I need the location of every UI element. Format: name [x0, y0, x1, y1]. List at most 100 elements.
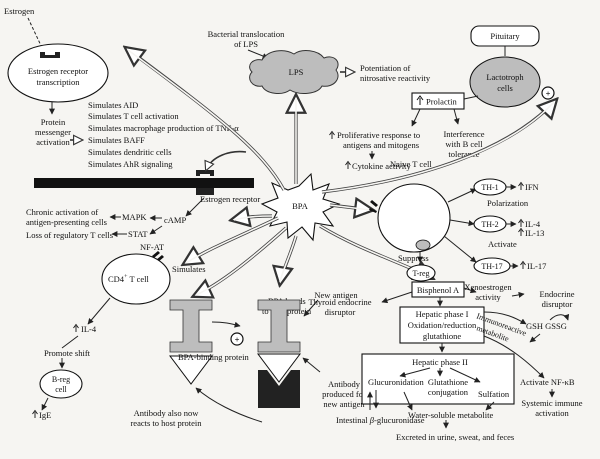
label-bpa: BPA [292, 201, 309, 211]
label-chronic-2: antigen-presenting cells [26, 217, 107, 227]
label-breg-1: B-reg [52, 375, 70, 384]
label-proliferative-1: Proliferative response to [337, 130, 420, 140]
up-arrow-icon [518, 218, 524, 227]
label-new-antigen: New antigen [314, 290, 358, 300]
label-il13: IL-13 [525, 228, 544, 238]
label-nfat: NF-AT [140, 242, 165, 252]
label-endocrine-1: Endocrine [540, 289, 575, 299]
label-plus-binding: + [235, 335, 240, 345]
label-antibody-prod-1: Antibody [328, 379, 361, 389]
label-pituitary: Pituitary [490, 31, 520, 41]
label-th17: TH-17 [481, 262, 502, 271]
label-intestinal: Intestinal β-glucuronidase [336, 415, 425, 425]
arrow-new-antigen [303, 299, 319, 317]
label-breg-2: cell [55, 385, 67, 394]
prolactin-box [411, 92, 465, 110]
arrow-breg-to-ige [41, 397, 49, 411]
label-bisphenol: Bisphenol A [417, 285, 460, 295]
arrow-to-glucuronidation [399, 367, 431, 378]
label-suppress: Suppress [398, 253, 429, 263]
label-il4: IL-4 [81, 324, 97, 334]
label-protein-messenger-1: Protein [41, 117, 66, 127]
label-sim-dendritic: Simulates dendritic cells [88, 147, 172, 157]
bpa-binding-protein-i-shape [169, 299, 213, 353]
up-arrow-icon [416, 95, 424, 105]
up-arrow-icon [345, 160, 351, 169]
b-reg-cell [39, 369, 83, 399]
label-lps: LPS [289, 67, 304, 77]
arrow-naive-to-th2 [449, 219, 475, 227]
label-interference-1: Interference [443, 129, 484, 139]
label-simulates: Simulates [172, 264, 206, 274]
label-antibody-also-1: Antibody also now [134, 408, 200, 418]
label-mapk: MAPK [122, 212, 147, 222]
label-excreted: Excreted in urine, sweat, and feces [396, 432, 514, 442]
label-thyroid-1: Thyroid endocrine [308, 297, 371, 307]
label-treg: T-reg [412, 269, 429, 278]
label-xeno-2: activity [475, 292, 501, 302]
label-th2: TH-2 [481, 220, 498, 229]
arrow-prolactin-to-proliferative [411, 108, 421, 127]
label-th1: TH-1 [481, 183, 498, 192]
t-cell-receptor-icon [369, 200, 378, 213]
arrow-cd4-to-il4 [87, 297, 111, 325]
treg-cell [406, 264, 436, 282]
label-endocrine-2: disruptor [542, 299, 573, 309]
arrow-simulates-to-receptor [206, 150, 247, 170]
label-sim-tcell: Simulates T cell activation [88, 111, 179, 121]
label-hepatic1-1: Hepatic phase I [416, 309, 469, 319]
up-arrow-icon [518, 227, 524, 236]
receptor-notch-icon [40, 52, 60, 58]
up-arrow-icon [329, 130, 335, 139]
host-protein-i-shape [257, 299, 301, 353]
label-lactotroph-2: cells [497, 83, 513, 93]
arrow-xeno-to-endocrine [511, 291, 525, 298]
line-il4-to-promote [61, 335, 79, 349]
label-bacterial-2: of LPS [234, 39, 258, 49]
label-xeno-1: Xenoestrogen [464, 282, 512, 292]
receptor-notch-icon [196, 170, 214, 176]
estrogen-receptor-membrane-bar [34, 178, 254, 188]
bpa-starburst [260, 172, 341, 242]
label-activate-nfkb: Activate NF-κB [520, 377, 575, 387]
label-systemic-2: activation [535, 408, 569, 418]
arrow-binding-to-host [211, 321, 241, 328]
label-ige: IgE [39, 410, 51, 420]
label-promote-shift: Promote shift [44, 348, 91, 358]
label-il17: IL-17 [527, 261, 546, 271]
label-er-transcription-2: transcription [37, 77, 81, 87]
label-glutathione-2: conjugation [428, 387, 469, 397]
bisphenol-a-box [411, 281, 465, 298]
receptor-stem [196, 188, 214, 195]
label-interference-3: tolerance [448, 149, 479, 159]
lps-cloud [249, 50, 339, 94]
up-arrow-icon [32, 409, 38, 418]
label-protein-messenger-2: messenger [35, 127, 71, 137]
label-nitrosative-1: Potentiation of [360, 63, 410, 73]
label-lactotroph-1: Lactotroph [486, 72, 524, 82]
arrow-to-sulfation [449, 367, 481, 383]
label-glutathione-1: Glutathione [428, 377, 468, 387]
arrow-to-water-soluble [403, 391, 413, 411]
label-il4-out: IL-4 [525, 219, 541, 229]
label-prolactin: Prolactin [426, 97, 457, 107]
label-bpa-binding: BPA-binding protein [178, 352, 250, 362]
arrow-hepatic1-to-gsh [483, 311, 527, 325]
label-sim-macro: Simulates macrophage production of TNF-α [88, 123, 239, 133]
label-hepatic1-2: Oxidation/reduction [408, 320, 477, 330]
label-bacterial-1: Bacterial translocation [208, 29, 285, 39]
naive-t-nucleus [415, 239, 431, 251]
label-er-transcription-1: Estrogen receptor [28, 66, 88, 76]
label-protein-messenger-3: activation [36, 137, 70, 147]
label-cd4: CD4+T cell [108, 274, 150, 284]
nfat-receptor-icon [152, 251, 164, 262]
lactotroph-cells-oval [469, 56, 541, 108]
label-chronic-1: Chronic activation of [26, 207, 98, 217]
label-sim-ahr: Simulates AhR signaling [88, 159, 173, 169]
label-hepatic1-3: glutathione [423, 331, 461, 341]
label-cytokine: Cytokine activity [352, 161, 412, 171]
label-nitrosative-2: nitrosative reactivity [360, 73, 431, 83]
arrow-bisphenol-to-xeno [463, 287, 477, 294]
